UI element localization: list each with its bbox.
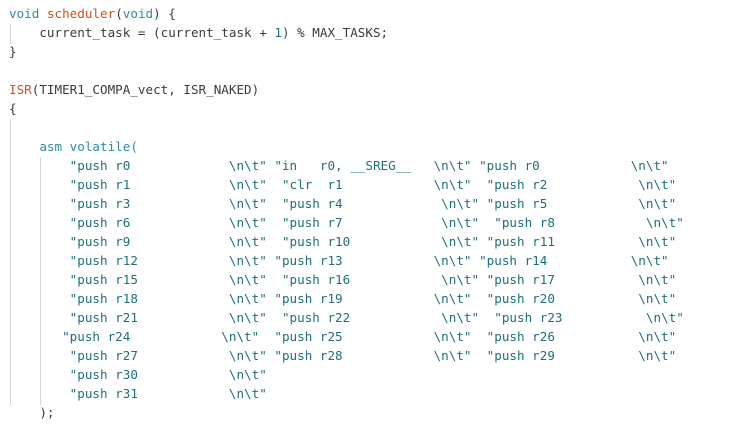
- asm-row: "push r6 \n\t" "push r7 \n\t" "push r8 \…: [9, 215, 684, 230]
- asm-row: "push r27 \n\t" "push r28 \n\t" "push r2…: [9, 348, 677, 363]
- code-editor[interactable]: void scheduler(void) { current_task = (c…: [9, 4, 684, 422]
- code-text: ) % MAX_TASKS;: [281, 25, 389, 40]
- code-line: ISR(TIMER1_COMPA_vect, ISR_NAKED): [9, 80, 684, 99]
- code-line: {: [9, 99, 684, 118]
- keyword: void: [9, 6, 40, 21]
- function-name: ISR: [9, 82, 32, 97]
- asm-row: "push r0 \n\t" "in r0, __SREG__ \n\t" "p…: [9, 158, 669, 173]
- asm-row: "push r3 \n\t" "push r4 \n\t" "push r5 \…: [9, 196, 677, 211]
- asm-row: "push r9 \n\t" "push r10 \n\t" "push r11…: [9, 234, 677, 249]
- code-line: void scheduler(void) {: [9, 4, 684, 23]
- code-text: (: [115, 6, 123, 21]
- indent-guide: [40, 157, 41, 405]
- indent-guide: [10, 119, 11, 405]
- asm-row: "push r24 \n\t" "push r25 \n\t" "push r2…: [9, 329, 677, 344]
- indent-guide: [10, 24, 11, 44]
- code-text: current_task = (current_task +: [9, 25, 275, 40]
- asm-row: "push r21 \n\t" "push r22 \n\t" "push r2…: [9, 310, 684, 325]
- asm-row: "push r30 \n\t": [9, 367, 267, 382]
- code-line: asm volatile(: [9, 137, 684, 156]
- asm-row: "push r31 \n\t": [9, 386, 267, 401]
- code-line: current_task = (current_task + 1) % MAX_…: [9, 23, 684, 42]
- asm-row: "push r1 \n\t" "clr r1 \n\t" "push r2 \n…: [9, 177, 677, 192]
- blank-line: [9, 61, 684, 80]
- function-name: scheduler: [46, 6, 116, 21]
- code-text: );: [9, 405, 55, 420]
- keyword: asm volatile(: [9, 139, 138, 154]
- blank-line: [9, 118, 684, 137]
- asm-row: "push r18 \n\t" "push r19 \n\t" "push r2…: [9, 291, 677, 306]
- code-text: }: [9, 44, 17, 59]
- asm-row: "push r15 \n\t" "push r16 \n\t" "push r1…: [9, 272, 677, 287]
- code-line: );: [9, 403, 684, 422]
- keyword: void: [122, 6, 154, 21]
- code-line: }: [9, 42, 684, 61]
- code-text: ) {: [153, 6, 176, 21]
- asm-row: "push r12 \n\t" "push r13 \n\t" "push r1…: [9, 253, 669, 268]
- number-literal: 1: [274, 25, 282, 40]
- code-text: (TIMER1_COMPA_vect, ISR_NAKED): [31, 82, 260, 97]
- code-text: {: [9, 101, 17, 116]
